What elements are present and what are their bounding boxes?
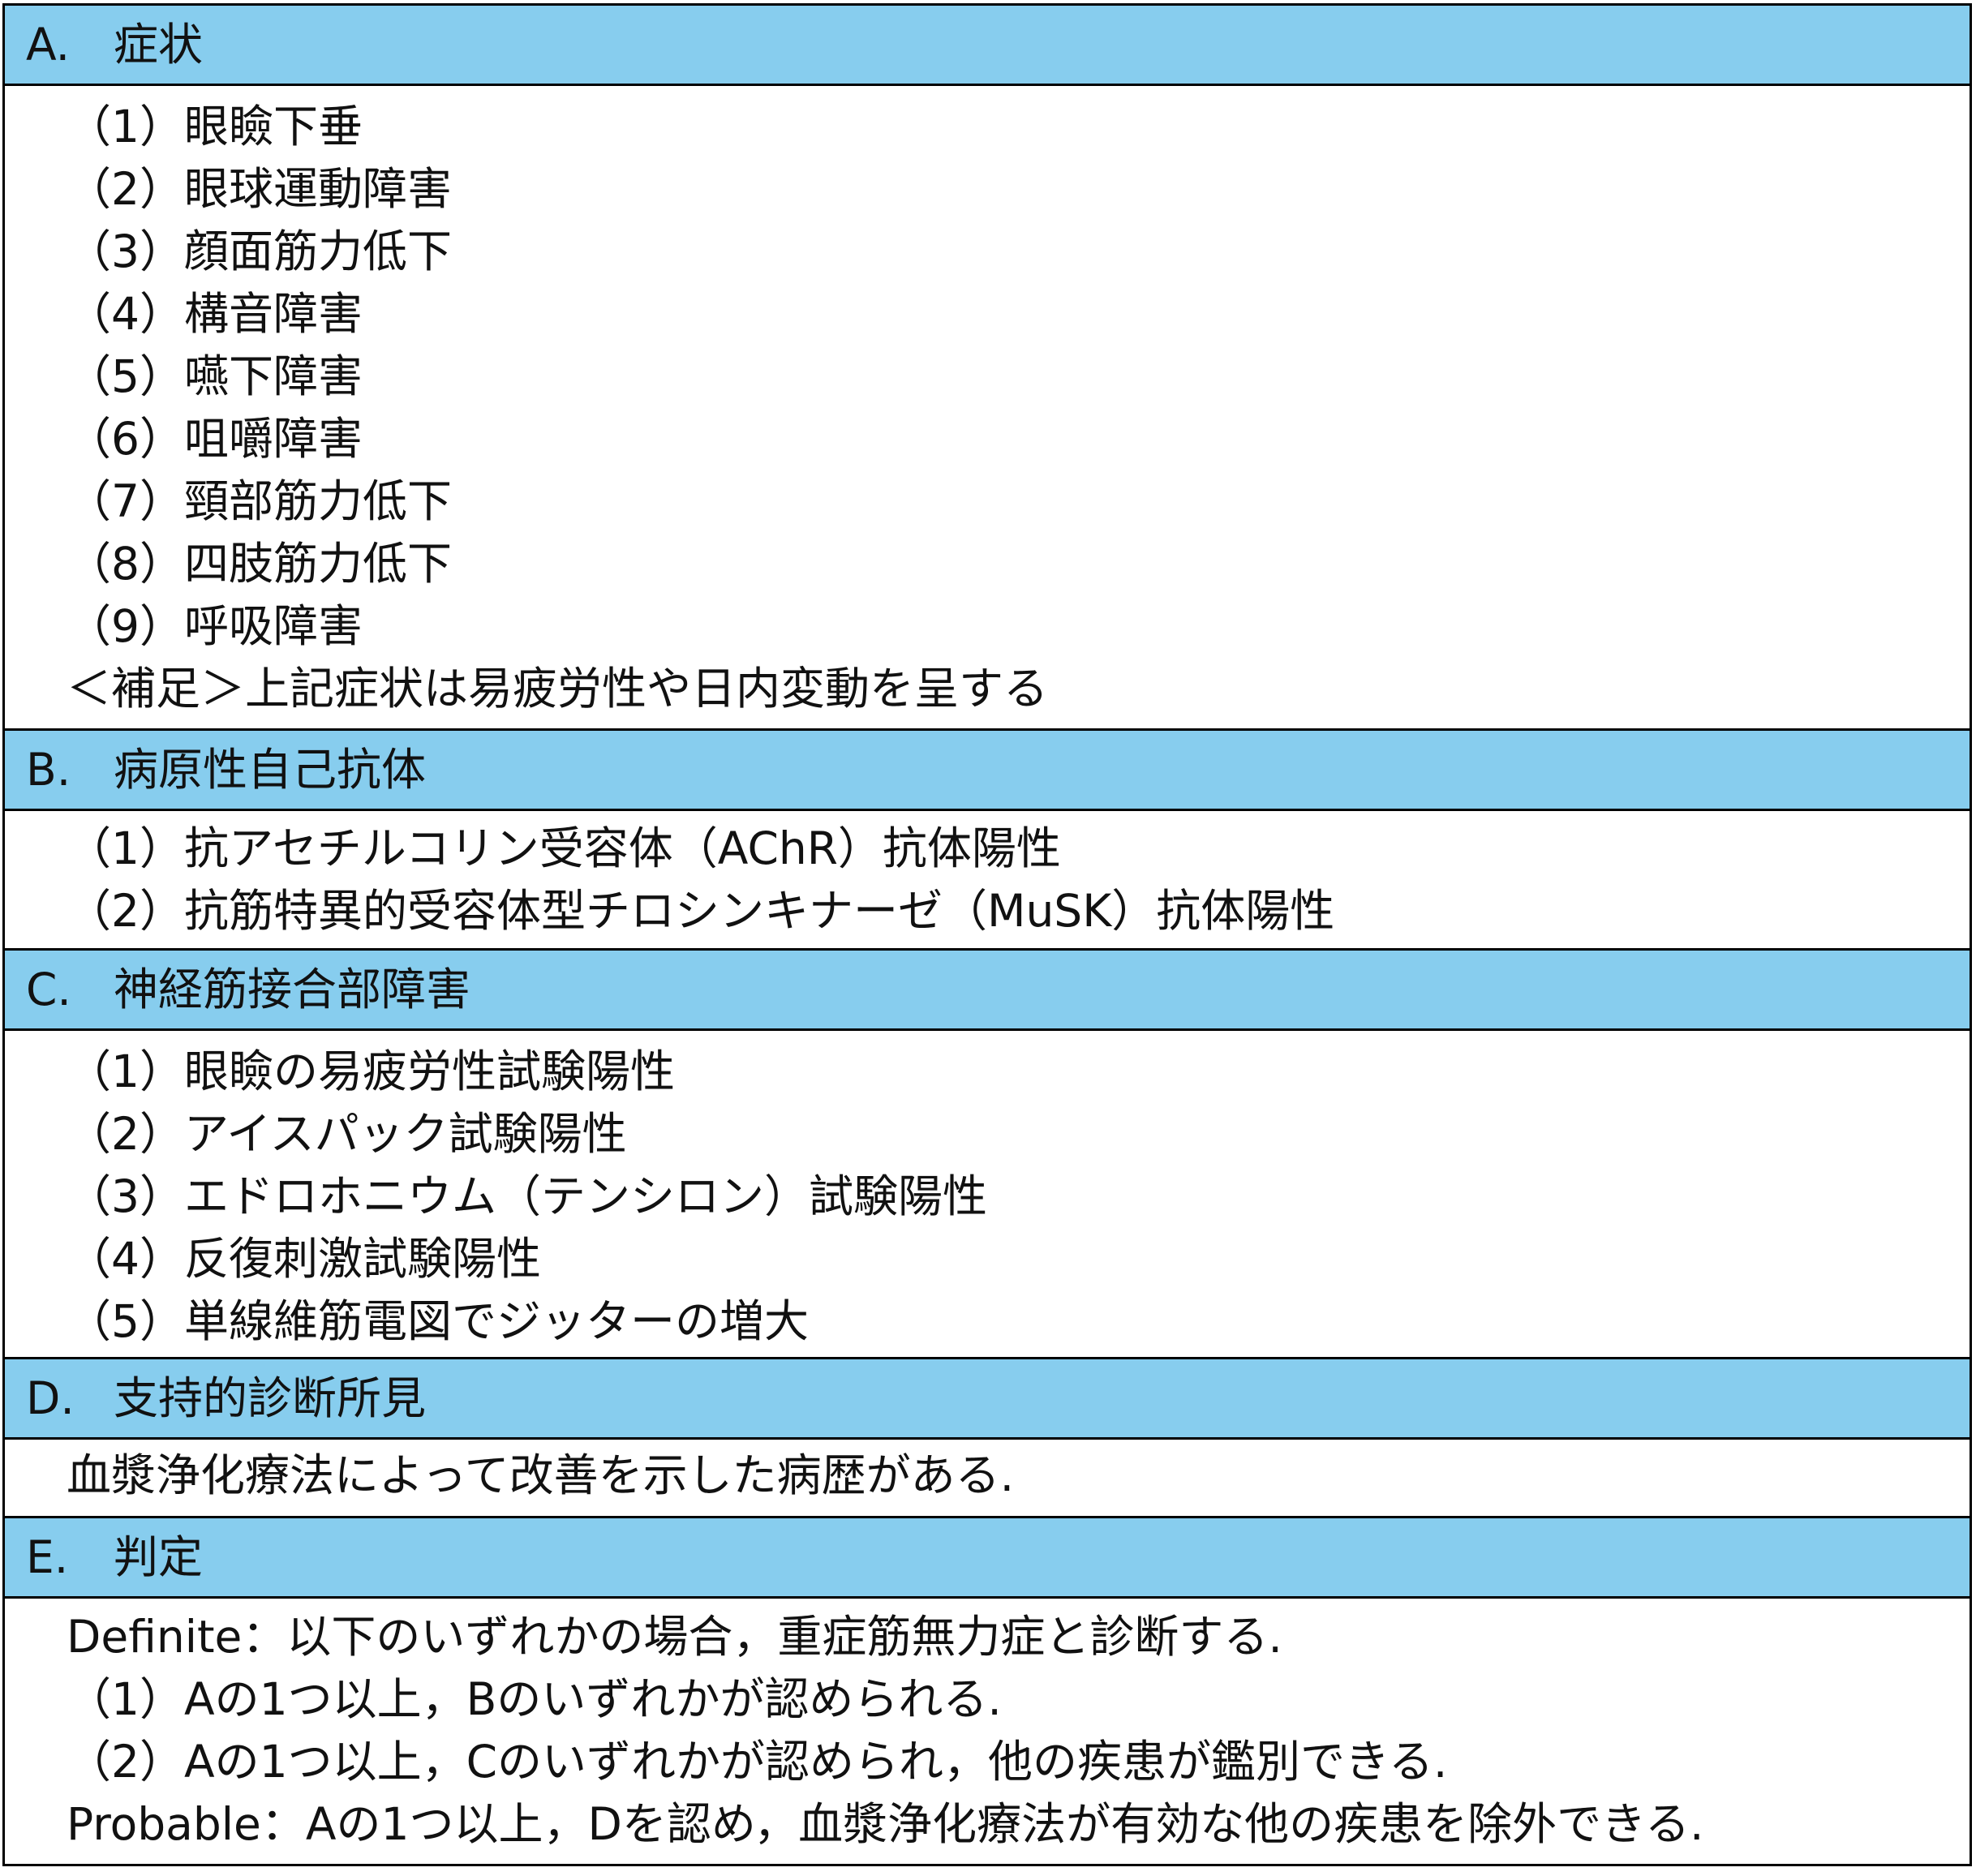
section-a-item: （2）眼球運動障害 [67, 163, 452, 215]
criteria-table: A. 症状 （1）眼瞼下垂 （2）眼球運動障害 （3）顔面筋力低下 （4）構音障… [2, 3, 1972, 1866]
section-c-body: （1）眼瞼の易疲労性試験陽性 （2）アイスパック試験陽性 （3）エドロホニウム（… [5, 1031, 1970, 1359]
section-a-item: （9）呼吸障害 [67, 600, 363, 652]
section-e-item: （1）Aの1つ以上，Bのいずれかが認められる. [67, 1673, 1002, 1725]
section-d-body: 血漿浄化療法によって改善を示した病歴がある. [5, 1440, 1970, 1518]
section-a-item: （1）眼瞼下垂 [67, 101, 363, 152]
section-c-item: （4）反復刺激試験陽性 [67, 1233, 541, 1285]
section-c-header: C. 神経筋接合部障害 [5, 951, 1970, 1031]
section-a-item: （4）構音障害 [67, 288, 363, 340]
section-a-item: （8）四肢筋力低下 [67, 538, 452, 590]
section-b-letter: B. [26, 743, 71, 796]
section-a-item: （7）頸部筋力低下 [67, 475, 452, 527]
section-c-item: （1）眼瞼の易疲労性試験陽性 [67, 1045, 675, 1097]
section-a-item: （5）嚥下障害 [67, 350, 363, 402]
section-b-item: （1）抗アセチルコリン受容体（AChR）抗体陽性 [67, 822, 1061, 874]
section-d-header: D. 支持的診断所見 [5, 1359, 1970, 1440]
section-c-item: （2）アイスパック試験陽性 [67, 1108, 627, 1160]
section-d-item: 血漿浄化療法によって改善を示した病歴がある. [67, 1449, 1015, 1501]
section-e-letter: E. [26, 1530, 69, 1583]
section-b-title: 病原性自己抗体 [114, 743, 427, 796]
section-a-item: （3）顔面筋力低下 [67, 225, 452, 277]
section-c-item: （5）単線維筋電図でジッターの増大 [67, 1295, 809, 1347]
section-a-letter: A. [26, 18, 71, 71]
section-d-letter: D. [26, 1372, 75, 1424]
section-b-header: B. 病原性自己抗体 [5, 731, 1970, 811]
section-e-definite: Definite：以下のいずれかの場合，重症筋無力症と診断する. [67, 1611, 1282, 1663]
section-a-item: （6）咀嚼障害 [67, 413, 363, 465]
section-b-item: （2）抗筋特異的受容体型チロシンキナーゼ（MuSK）抗体陽性 [67, 885, 1335, 937]
section-e-header: E. 判定 [5, 1518, 1970, 1599]
section-c-letter: C. [26, 963, 71, 1015]
section-a-title: 症状 [114, 18, 204, 71]
section-c-item: （3）エドロホニウム（テンシロン）試験陽性 [67, 1170, 987, 1222]
section-e-body: Definite：以下のいずれかの場合，重症筋無力症と診断する. （1）Aの1つ… [5, 1599, 1970, 1866]
section-e-title: 判定 [114, 1530, 204, 1583]
section-a-body: （1）眼瞼下垂 （2）眼球運動障害 （3）顔面筋力低下 （4）構音障害 （5）嚥… [5, 86, 1970, 731]
section-c-title: 神経筋接合部障害 [114, 963, 471, 1015]
section-b-body: （1）抗アセチルコリン受容体（AChR）抗体陽性 （2）抗筋特異的受容体型チロシ… [5, 811, 1970, 951]
section-a-note: ＜補足＞上記症状は易疲労性や日内変動を呈する [67, 663, 1049, 715]
section-d-title: 支持的診断所見 [114, 1372, 427, 1424]
section-a-header: A. 症状 [5, 6, 1970, 86]
section-e-item: （2）Aの1つ以上，Cのいずれかが認められ，他の疾患が鑑別できる. [67, 1736, 1448, 1788]
section-e-probable: Probable：Aの1つ以上，Dを認め，血漿浄化療法が有効な他の疾患を除外でき… [67, 1798, 1704, 1850]
